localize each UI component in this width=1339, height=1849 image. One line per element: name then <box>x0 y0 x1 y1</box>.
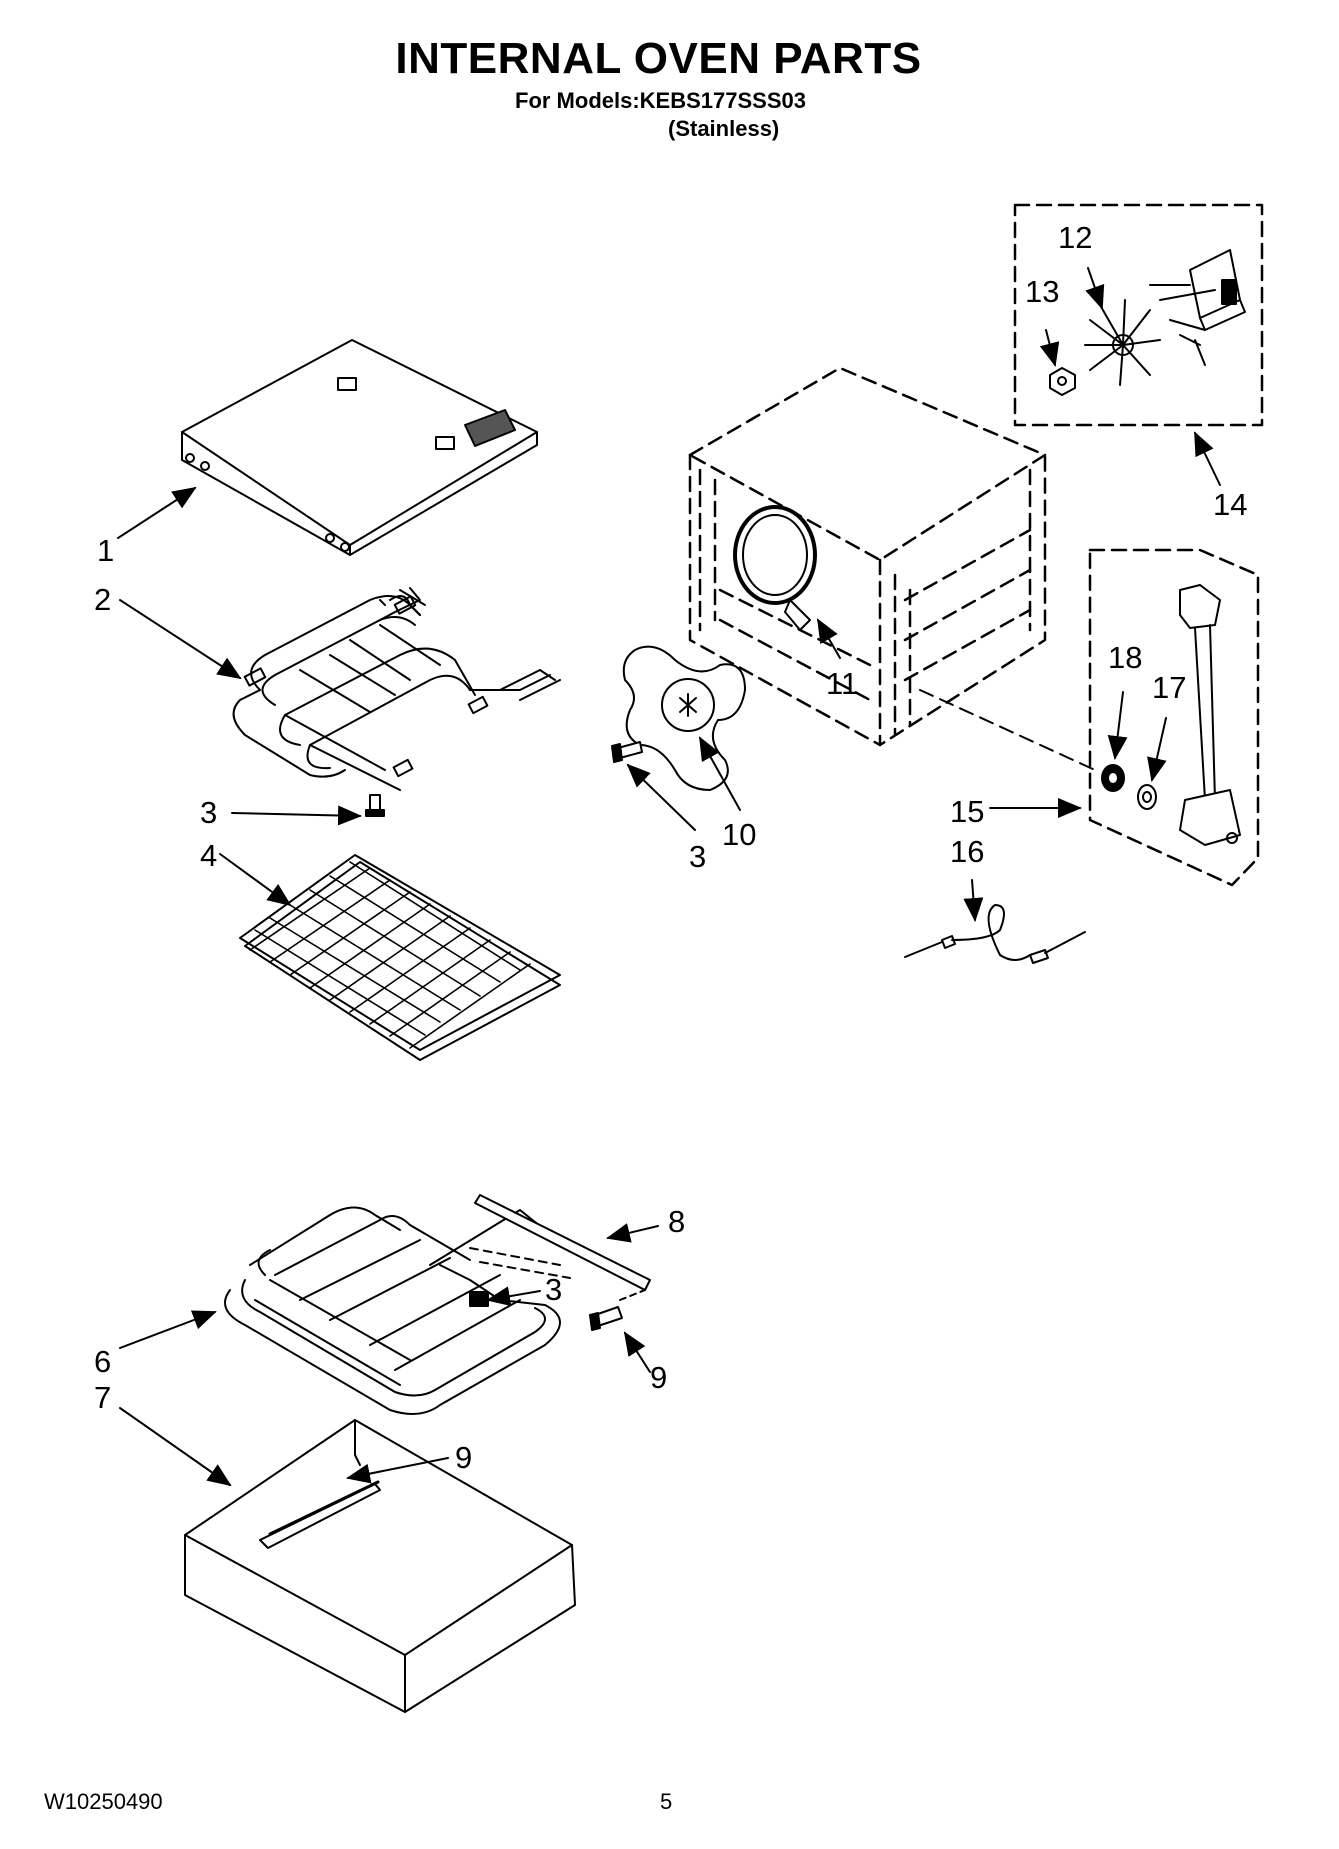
screw-part <box>611 741 643 763</box>
upper-heating-element-part <box>232 587 561 791</box>
callout-label: 9 <box>650 1360 667 1395</box>
washer-part <box>1137 784 1157 810</box>
callout-label: 4 <box>200 838 217 873</box>
hex-nut-part <box>1049 367 1076 396</box>
callout-label: 8 <box>668 1204 685 1239</box>
grommet-part <box>1101 764 1125 792</box>
callout-label: 12 <box>1058 220 1092 255</box>
lower-heating-element-part <box>224 1206 561 1415</box>
page-number: 5 <box>660 1789 673 1814</box>
oven-cavity-outline <box>688 366 1047 747</box>
callout-label: 18 <box>1108 640 1142 675</box>
screw-part <box>365 794 385 817</box>
callout-label: 14 <box>1213 487 1247 522</box>
callout-label: 16 <box>950 834 984 869</box>
fan-blade-part <box>1084 299 1161 386</box>
callout-label: 1 <box>97 533 114 568</box>
callout-label: 7 <box>94 1380 111 1415</box>
document-number: W10250490 <box>44 1789 163 1814</box>
fan-motor-part <box>1149 249 1246 366</box>
meat-probe-part <box>904 904 1086 964</box>
callout-labels: 1 2 3 4 3 10 11 12 13 14 15 16 17 18 6 7… <box>94 220 1247 1475</box>
fan-baffle-part <box>622 645 746 791</box>
element-bracket-part <box>469 1194 651 1291</box>
callout-label: 3 <box>200 795 217 830</box>
callout-label: 2 <box>94 582 111 617</box>
fan-motor-kit-box <box>1013 203 1264 427</box>
callout-label: 6 <box>94 1344 111 1379</box>
callout-label: 9 <box>455 1440 472 1475</box>
leader-lines <box>117 267 1221 1487</box>
convection-element-part <box>733 505 817 631</box>
page-title: INTERNAL OVEN PARTS <box>395 34 922 83</box>
callout-label: 15 <box>950 794 984 829</box>
screw-part <box>469 1291 489 1307</box>
temperature-sensor-box <box>1088 548 1260 887</box>
callout-label: 10 <box>722 817 756 852</box>
callout-label: 13 <box>1025 274 1059 309</box>
temperature-sensor-part <box>1179 584 1241 846</box>
model-line: For Models:KEBS177SSS03 <box>515 88 806 113</box>
lower-cover-tray-part <box>184 1419 576 1713</box>
variant-line: (Stainless) <box>668 116 780 141</box>
callout-label: 11 <box>826 666 858 701</box>
oven-rack-part <box>239 854 561 1061</box>
callout-label: 3 <box>689 839 706 874</box>
top-panel-part <box>181 339 538 556</box>
screw-part <box>589 1289 646 1331</box>
callout-label: 17 <box>1152 670 1186 705</box>
callout-label: 3 <box>545 1272 562 1307</box>
